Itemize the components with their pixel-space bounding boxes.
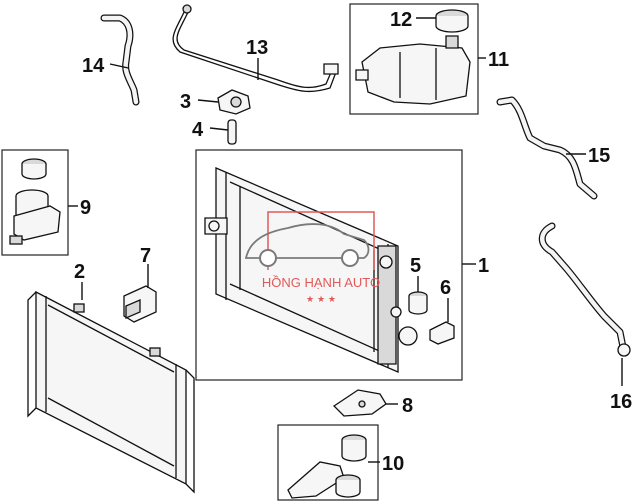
mount-kit-part [287, 434, 367, 499]
filter-drier-group-box [1, 149, 69, 256]
callout-13: 13 [246, 37, 268, 59]
callout-4: 4 [192, 119, 204, 141]
condenser-group-box [195, 149, 463, 381]
callout-14: 14 [82, 55, 105, 77]
heater-hose-part [496, 96, 598, 200]
callout-15: 15 [588, 145, 610, 167]
lower-hose-part [538, 222, 631, 357]
callout-1: 1 [478, 255, 489, 277]
callout-5: 5 [410, 255, 421, 277]
callout-16: 16 [610, 391, 632, 413]
radiator-part [27, 290, 195, 494]
overflow-hose-part [172, 4, 339, 93]
upper-hose-part [100, 14, 140, 106]
callout-8: 8 [402, 395, 413, 417]
watermark-logo: HỒNG HẠNH AUTO ★ ★ ★ [244, 211, 380, 305]
ac-condenser-part [204, 167, 418, 373]
insulator-part [408, 291, 428, 315]
lower-bracket-part [332, 389, 387, 417]
callout-11: 11 [488, 49, 509, 71]
watermark-brand-text: HỒNG HẠNH AUTO [262, 275, 380, 290]
coolant-reservoir-part [355, 35, 471, 105]
callout-7: 7 [140, 245, 151, 267]
lower-mount-part [429, 321, 455, 345]
callout-12: 12 [390, 9, 412, 31]
leader-lines [68, 17, 623, 463]
callout-2: 2 [74, 261, 85, 283]
callout-6: 6 [440, 277, 451, 299]
tube-part [227, 119, 237, 145]
reservoir-group-box [349, 3, 479, 115]
watermark-stars: ★ ★ ★ [306, 295, 336, 305]
filter-drier-part [9, 158, 61, 245]
callout-3: 3 [180, 91, 191, 113]
callout-9: 9 [80, 197, 91, 219]
bracket-part [217, 89, 251, 115]
callout-10: 10 [382, 453, 404, 475]
reservoir-cap-part [435, 9, 469, 33]
upper-mount-part [123, 285, 157, 323]
